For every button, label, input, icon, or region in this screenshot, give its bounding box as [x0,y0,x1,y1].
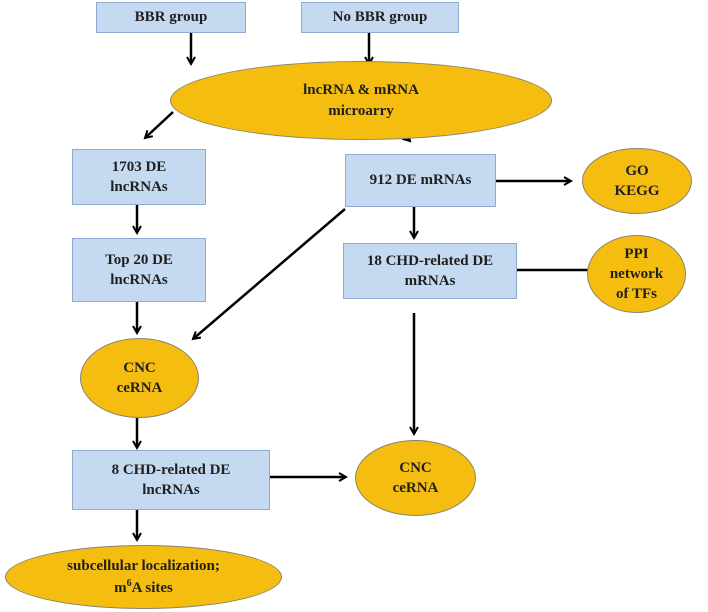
de-mrnas-box: 912 DE mRNAs [345,154,496,207]
m6a-superscript: 6 [126,577,132,589]
arrow-microarray-to-lncrnas [145,111,174,138]
bbr-group-box: BBR group [96,2,246,33]
ppi-network-ellipse: PPI network of TFs [587,235,686,313]
microarray-ellipse: lncRNA & mRNA microarry [170,61,552,140]
no-bbr-group-box: No BBR group [301,2,459,33]
subcellular-line-1: subcellular localization; [67,558,220,575]
de-lncrnas-box: 1703 DE lncRNAs [72,149,206,205]
arrow-mrnas-to-cnc-left [193,208,346,339]
chd-mrnas-box: 18 CHD-related DE mRNAs [343,243,517,299]
m6a-m: m [114,579,127,596]
m6a-rest: A sites [131,579,173,596]
chd-lncrnas-box: 8 CHD-related DE lncRNAs [72,450,270,510]
top20-lncrnas-box: Top 20 DE lncRNAs [72,238,206,302]
cnc-cerna-left-ellipse: CNC ceRNA [80,338,199,418]
subcellular-line-2: m6A sites [114,577,173,598]
subcellular-localization-ellipse: subcellular localization; m6A sites [5,545,282,609]
cnc-cerna-right-ellipse: CNC ceRNA [355,440,476,516]
go-kegg-ellipse: GO KEGG [582,148,692,214]
